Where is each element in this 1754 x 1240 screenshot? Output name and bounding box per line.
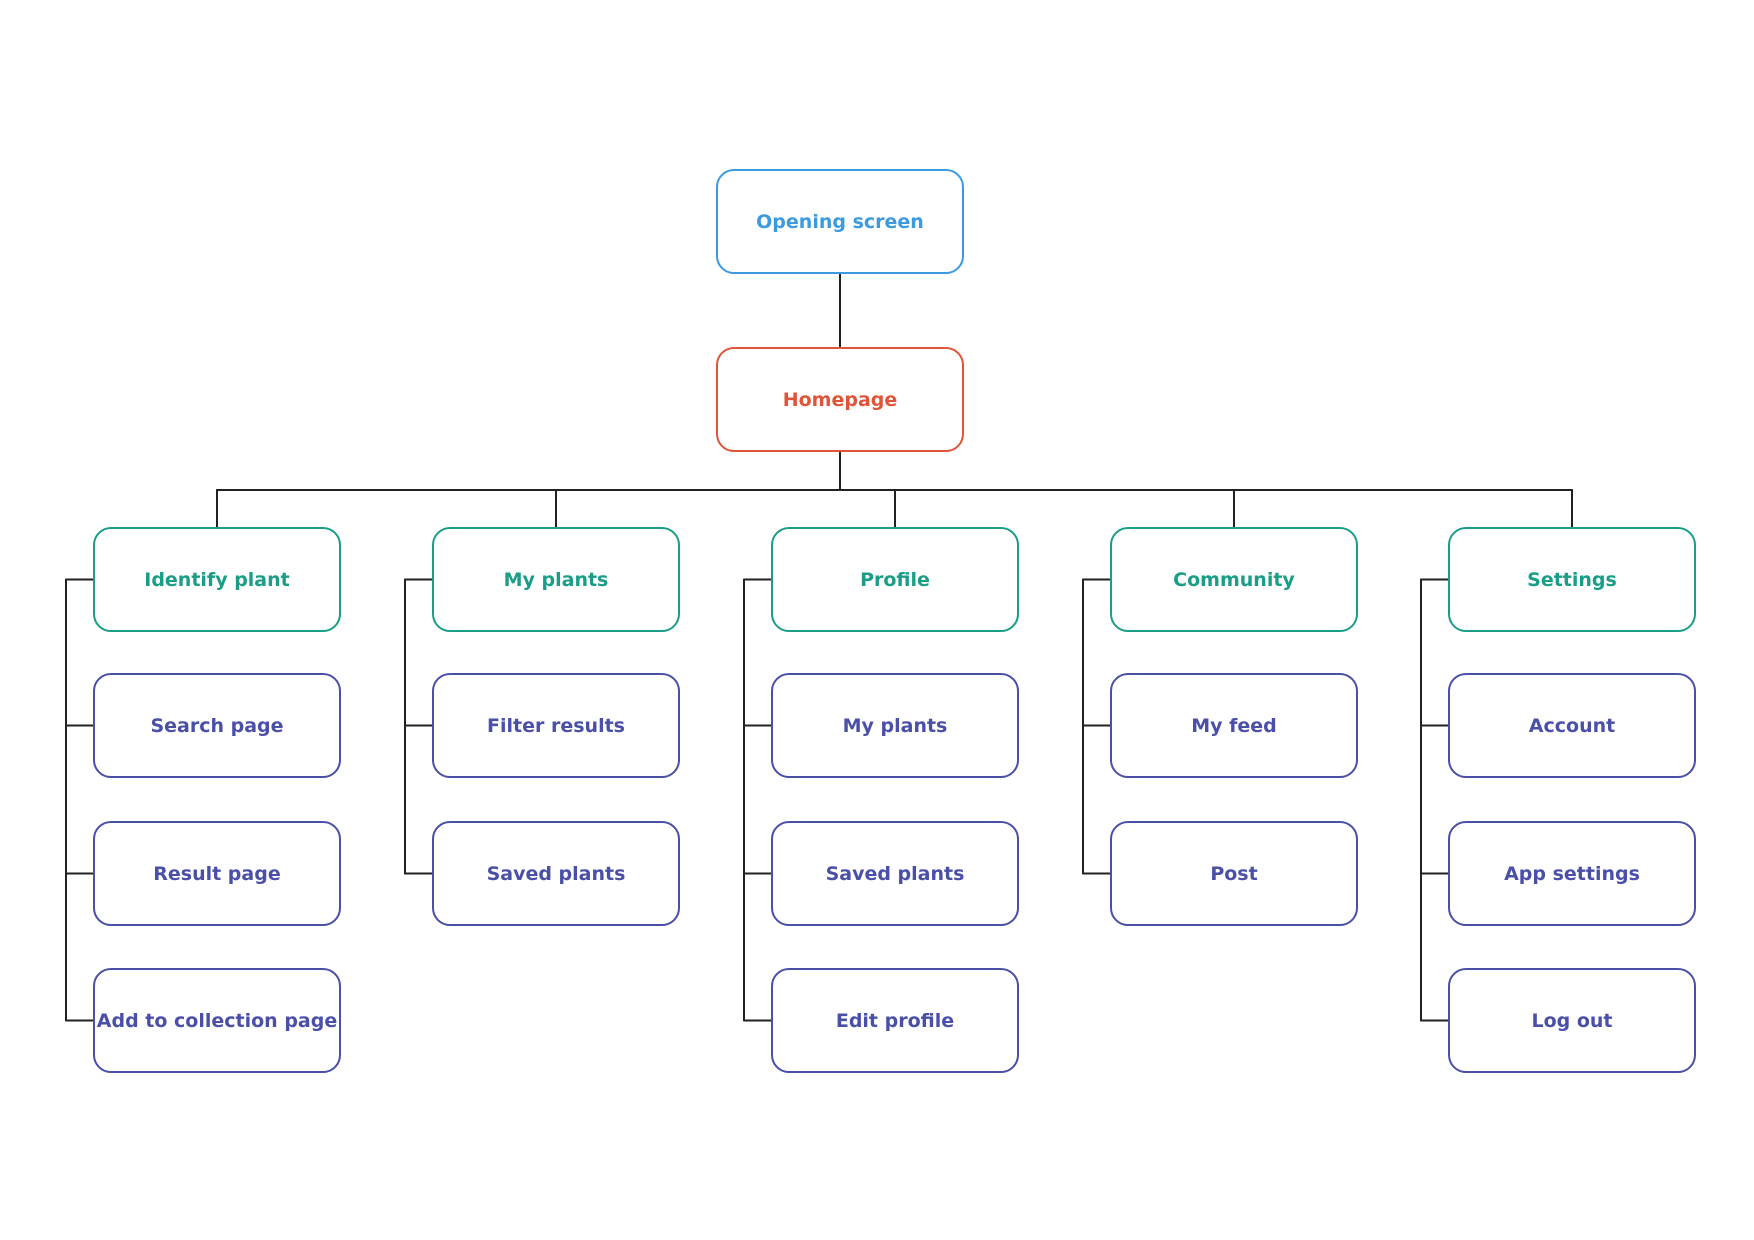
node-opening-screen: Opening screen — [716, 169, 964, 274]
node-result-page: Result page — [93, 821, 341, 926]
node-edit-profile: Edit profile — [771, 968, 1019, 1073]
node-homepage: Homepage — [716, 347, 964, 452]
node-identify-plant: Identify plant — [93, 527, 341, 632]
node-add-to-collection-page: Add to collection page — [93, 968, 341, 1073]
node-account: Account — [1448, 673, 1696, 778]
node-log-out: Log out — [1448, 968, 1696, 1073]
node-community: Community — [1110, 527, 1358, 632]
node-app-settings: App settings — [1448, 821, 1696, 926]
node-profile: Profile — [771, 527, 1019, 632]
node-profile-saved-plants: Saved plants — [771, 821, 1019, 926]
node-settings: Settings — [1448, 527, 1696, 632]
node-search-page: Search page — [93, 673, 341, 778]
node-saved-plants: Saved plants — [432, 821, 680, 926]
node-my-feed: My feed — [1110, 673, 1358, 778]
node-my-plants: My plants — [432, 527, 680, 632]
node-profile-my-plants: My plants — [771, 673, 1019, 778]
node-post: Post — [1110, 821, 1358, 926]
node-filter-results: Filter results — [432, 673, 680, 778]
